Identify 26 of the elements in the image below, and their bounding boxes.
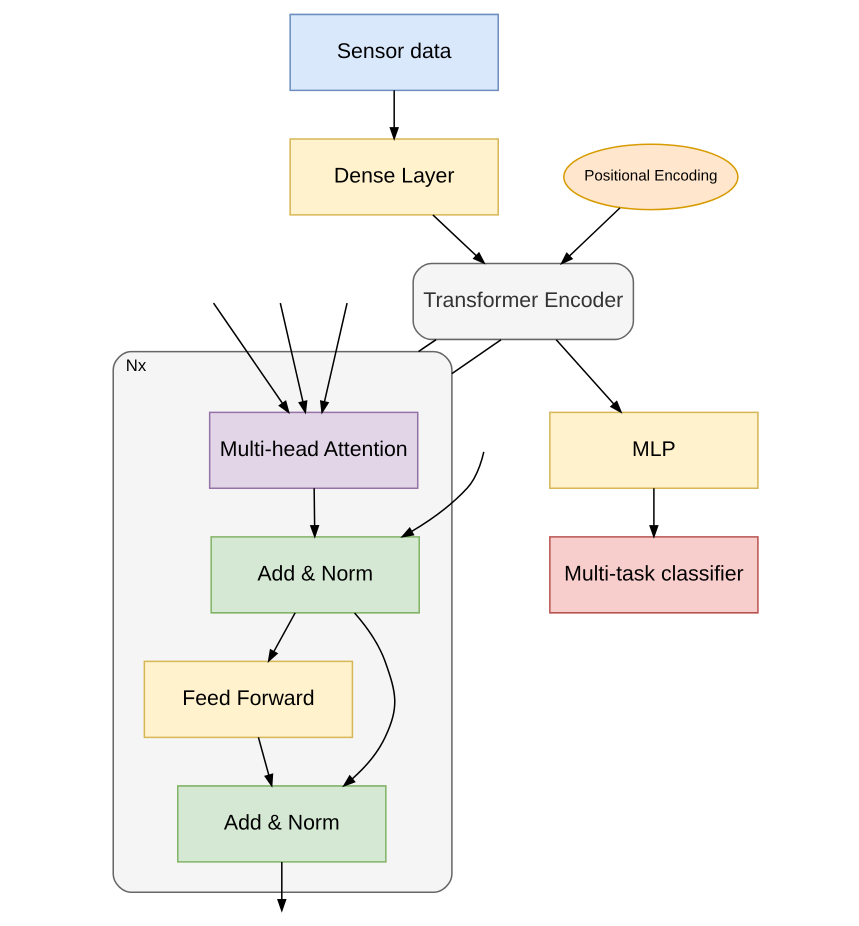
arrow: [320, 302, 348, 414]
node-ellipse: Positional Encoding: [563, 144, 739, 210]
arrow: [400, 452, 485, 538]
node-box: Dense Layer: [289, 138, 499, 216]
arrow: [268, 612, 296, 664]
node-box: Feed Forward: [144, 660, 354, 738]
arrow: [560, 207, 620, 266]
arrow: [649, 488, 659, 539]
node-box: Transformer Encoder: [412, 262, 634, 340]
node-box: Sensor data: [289, 14, 499, 92]
arrow: [389, 90, 399, 141]
arrow: [258, 737, 274, 788]
node-box: Multi-head Attention: [208, 412, 418, 490]
arrow: [280, 302, 308, 414]
node-box: Add & Norm: [210, 536, 420, 614]
arrow: [556, 339, 622, 414]
connector: [418, 339, 437, 352]
arrow: [277, 862, 287, 913]
arrow: [432, 214, 486, 265]
arrow: [212, 302, 290, 414]
arrow: [310, 488, 320, 539]
arrow: [342, 612, 396, 788]
node-box: Multi-task classifier: [549, 536, 759, 614]
node-box: Add & Norm: [177, 785, 387, 863]
node-box: MLP: [549, 412, 759, 490]
connector: [451, 339, 502, 374]
